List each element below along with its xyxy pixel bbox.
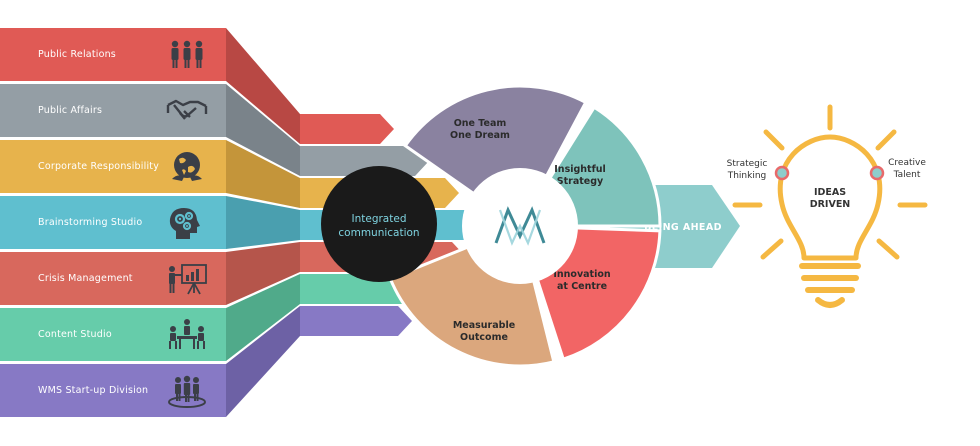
department-band: Content Studio bbox=[0, 308, 226, 361]
wheel-segment-label: Strategy bbox=[557, 176, 604, 187]
meeting-icon bbox=[166, 317, 208, 353]
wheel-segment-label: Insightful bbox=[554, 164, 605, 175]
creative-label-line2: Talent bbox=[893, 170, 921, 180]
logo-mark-light bbox=[498, 209, 542, 246]
strategic-label-line1: Strategic bbox=[727, 159, 768, 169]
department-band: Brainstorming Studio bbox=[0, 196, 226, 249]
band-connector bbox=[226, 274, 300, 361]
department-band: WMS Start-up Division bbox=[0, 364, 226, 417]
head-gears-icon bbox=[166, 205, 208, 241]
bulb-tip bbox=[815, 297, 845, 308]
wheel-segment-label: at Centre bbox=[557, 281, 607, 292]
department-label: Corporate Responsibility bbox=[38, 161, 160, 172]
handshake-icon bbox=[166, 93, 208, 129]
band-connector bbox=[226, 84, 300, 176]
being-ahead-label: BEING AHEAD bbox=[644, 222, 722, 233]
department-label: Content Studio bbox=[38, 329, 112, 340]
wheel-segment-label: Measurable bbox=[453, 320, 515, 331]
department-label: Brainstorming Studio bbox=[38, 217, 143, 228]
band-connector bbox=[226, 28, 300, 144]
department-label: Public Relations bbox=[38, 49, 116, 60]
strategic-label-line2: Thinking bbox=[727, 171, 767, 181]
bulb-ray bbox=[760, 238, 784, 260]
department-label: WMS Start-up Division bbox=[38, 385, 149, 396]
band-connector bbox=[226, 140, 300, 208]
band-connector bbox=[226, 306, 300, 417]
bulb-ray bbox=[763, 129, 785, 151]
creative-talent-dot bbox=[869, 165, 885, 181]
bulb-outline bbox=[777, 134, 883, 261]
bulb-rays bbox=[732, 104, 928, 260]
creative-label-line1: Creative bbox=[888, 158, 926, 168]
group-circle-icon bbox=[166, 373, 208, 409]
globe-hands-icon bbox=[166, 149, 208, 185]
department-band: Crisis Management bbox=[0, 252, 226, 305]
department-label: Crisis Management bbox=[38, 273, 133, 284]
bulb-label-line1: IDEAS bbox=[814, 187, 846, 198]
band-strip bbox=[300, 306, 412, 336]
bulb-ray bbox=[876, 238, 900, 260]
wms-logo bbox=[494, 206, 546, 246]
presentation-icon bbox=[166, 261, 208, 297]
team-icon bbox=[166, 37, 208, 73]
band-connector bbox=[226, 196, 300, 249]
band-strip bbox=[300, 146, 429, 176]
center-label-line1: Integrated bbox=[352, 213, 407, 225]
wheel-segment-label: Outcome bbox=[460, 332, 508, 343]
department-band: Public Affairs bbox=[0, 84, 226, 137]
wheel-segment-label: Innovation bbox=[553, 269, 611, 280]
band-strip bbox=[300, 114, 394, 144]
band-connector bbox=[226, 242, 300, 305]
strategic-thinking-dot bbox=[774, 165, 790, 181]
department-band: Corporate Responsibility bbox=[0, 140, 226, 193]
bulb-ray bbox=[875, 129, 897, 151]
idea-bulb bbox=[732, 104, 928, 308]
bulb-label-line2: DRIVEN bbox=[810, 199, 851, 210]
department-label: Public Affairs bbox=[38, 105, 103, 116]
wheel-segment-label: One Team bbox=[454, 118, 507, 129]
department-band: Public Relations bbox=[0, 28, 226, 81]
wheel-segment-label: One Dream bbox=[450, 130, 510, 141]
bulb-base bbox=[799, 263, 861, 308]
wheel-segment bbox=[403, 84, 588, 229]
center-circle bbox=[321, 166, 437, 282]
center-label-line2: communication bbox=[338, 227, 419, 239]
